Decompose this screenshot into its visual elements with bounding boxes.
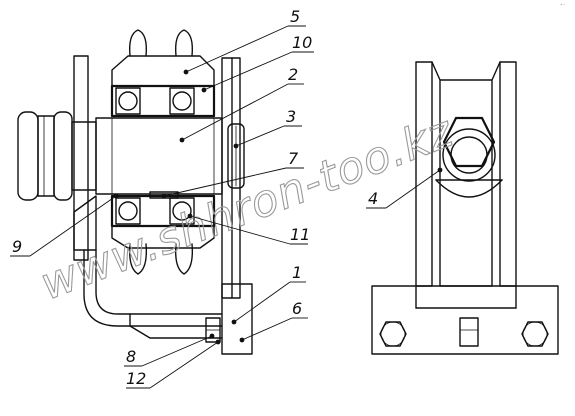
center-pin (459, 317, 479, 347)
callout-4: 4 (368, 189, 378, 208)
callout-11: 11 (290, 225, 310, 244)
front-view (371, 61, 559, 355)
front-base-plate (371, 285, 559, 355)
left-frame-plate (73, 55, 89, 261)
bearing-lower (110, 194, 216, 228)
callouts: 5 10 2 3 7 9 11 1 (10, 7, 443, 389)
corner-mark: ᐩ⁻ (560, 3, 566, 10)
bent-rod (95, 249, 223, 315)
callout-2: 2 (288, 65, 298, 84)
sprocket-teeth-bottom (128, 243, 194, 275)
axle (95, 117, 223, 195)
callout-7: 7 (288, 149, 299, 168)
callout-8: 8 (126, 347, 136, 366)
frame-upright-left (415, 61, 433, 287)
nut-left (17, 111, 97, 201)
callout-6: 6 (292, 299, 302, 318)
hex-nut-front (435, 116, 503, 198)
callout-3: 3 (286, 107, 296, 126)
sprocket-hub (111, 55, 215, 87)
section-view (17, 29, 253, 355)
bearing-upper (110, 84, 216, 118)
base-bolt-left (379, 321, 407, 347)
callout-12: 12 (126, 369, 146, 388)
sprocket-teeth-top (128, 29, 194, 57)
bolt-small (205, 317, 221, 343)
callout-5: 5 (290, 7, 300, 26)
watermark-text: www.shhron-too.kz (34, 106, 460, 310)
base-block (221, 283, 253, 355)
central-plate (439, 79, 493, 287)
right-frame-plate (221, 57, 241, 299)
callout-9: 9 (12, 237, 22, 256)
frame-upright-right (499, 61, 517, 287)
callout-1: 1 (292, 263, 302, 282)
base-bolt-right (521, 321, 549, 347)
washer-right (227, 123, 245, 189)
callout-10: 10 (292, 33, 312, 52)
